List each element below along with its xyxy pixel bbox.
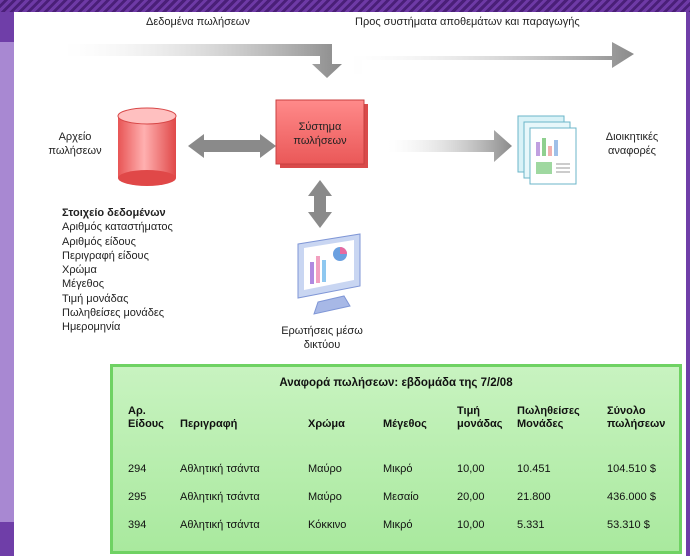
reports-documents-icon xyxy=(517,115,577,185)
table-cell: 394 xyxy=(128,519,147,531)
sales-system-label: Σύστημα πωλήσεων xyxy=(293,121,347,147)
column-header-color: Χρώμα xyxy=(308,418,345,430)
table-cell: 10.451 xyxy=(517,463,551,475)
diagram-shapes xyxy=(64,42,634,315)
inventory-production-label: Προς συστήματα αποθεμάτων και παραγωγής xyxy=(355,16,580,28)
table-cell: Μικρό xyxy=(383,463,413,475)
table-cell: 10,00 xyxy=(457,463,485,475)
table-cell: 436.000 $ xyxy=(607,491,656,503)
top-hatch-border xyxy=(0,0,690,12)
web-queries-label: Ερωτήσεις μέσω δικτύου xyxy=(281,325,363,351)
sales-data-arrow xyxy=(64,44,342,78)
table-cell: Αθλητική τσάντα xyxy=(180,519,260,531)
left-border xyxy=(0,12,14,556)
diagram-canvas: Δεδομένα πωλήσεων Προς συστήματα αποθεμά… xyxy=(14,12,686,556)
column-header-item-no: Αρ. Είδους xyxy=(128,405,164,430)
data-element-item: Μέγεθος xyxy=(62,278,105,291)
table-cell: Αθλητική τσάντα xyxy=(180,463,260,475)
management-reports-label: Διοικητικές αναφορές xyxy=(605,131,659,157)
table-cell: Αθλητική τσάντα xyxy=(180,491,260,503)
table-cell: 53.310 $ xyxy=(607,519,650,531)
table-cell: 104.510 $ xyxy=(607,463,656,475)
table-cell: 5.331 xyxy=(517,519,545,531)
system-web-arrow xyxy=(308,180,332,228)
sales-data-label: Δεδομένα πωλήσεων xyxy=(146,16,250,28)
data-element-item: Χρώμα xyxy=(62,264,97,277)
table-cell: 10,00 xyxy=(457,519,485,531)
data-element-item: Τιμή μονάδας xyxy=(62,292,129,305)
data-element-item: Αριθμός καταστήματος xyxy=(62,221,173,234)
table-cell: Μεσαίο xyxy=(383,491,419,503)
column-header-size: Μέγεθος xyxy=(383,418,427,430)
table-cell: 295 xyxy=(128,491,147,503)
column-header-description: Περιγραφή xyxy=(180,418,238,430)
system-reports-arrow xyxy=(388,130,512,162)
table-cell: Μαύρο xyxy=(308,463,342,475)
sales-report-title: Αναφορά πωλήσεων: εβδομάδα της 7/2/08 xyxy=(279,377,513,389)
sales-file-label: Αρχείο πωλήσεων xyxy=(48,131,102,157)
table-cell: 21.800 xyxy=(517,491,551,503)
sales-file-database-icon xyxy=(117,107,177,186)
data-elements-heading: Στοιχείο δεδομένων xyxy=(62,207,166,219)
column-header-total-sales: Σύνολο πωλήσεων xyxy=(607,405,666,430)
data-elements-list: Στοιχείο δεδομένων Αριθμός καταστήματος … xyxy=(62,206,173,335)
computer-monitor-icon xyxy=(297,233,361,315)
column-header-units-sold: Πωληθείσες Μονάδες xyxy=(517,405,580,430)
inventory-production-arrow xyxy=(350,42,634,74)
table-cell: 294 xyxy=(128,463,147,475)
data-element-item: Αριθμός είδους xyxy=(62,235,136,248)
column-header-unit-price: Τιμή μονάδας xyxy=(457,405,503,430)
right-border xyxy=(686,12,690,556)
sales-report-panel: Αναφορά πωλήσεων: εβδομάδα της 7/2/08 Αρ… xyxy=(110,364,682,554)
table-cell: Μαύρο xyxy=(308,491,342,503)
data-element-item: Ημερομηνία xyxy=(62,321,121,334)
database-system-arrow xyxy=(188,134,276,158)
table-cell: 20,00 xyxy=(457,491,485,503)
table-cell: Κόκκινο xyxy=(308,519,347,531)
table-cell: Μικρό xyxy=(383,519,413,531)
sales-system-box xyxy=(275,99,368,168)
data-element-item: Πωληθείσες μονάδες xyxy=(62,307,165,320)
data-element-item: Περιγραφή είδους xyxy=(62,249,149,262)
